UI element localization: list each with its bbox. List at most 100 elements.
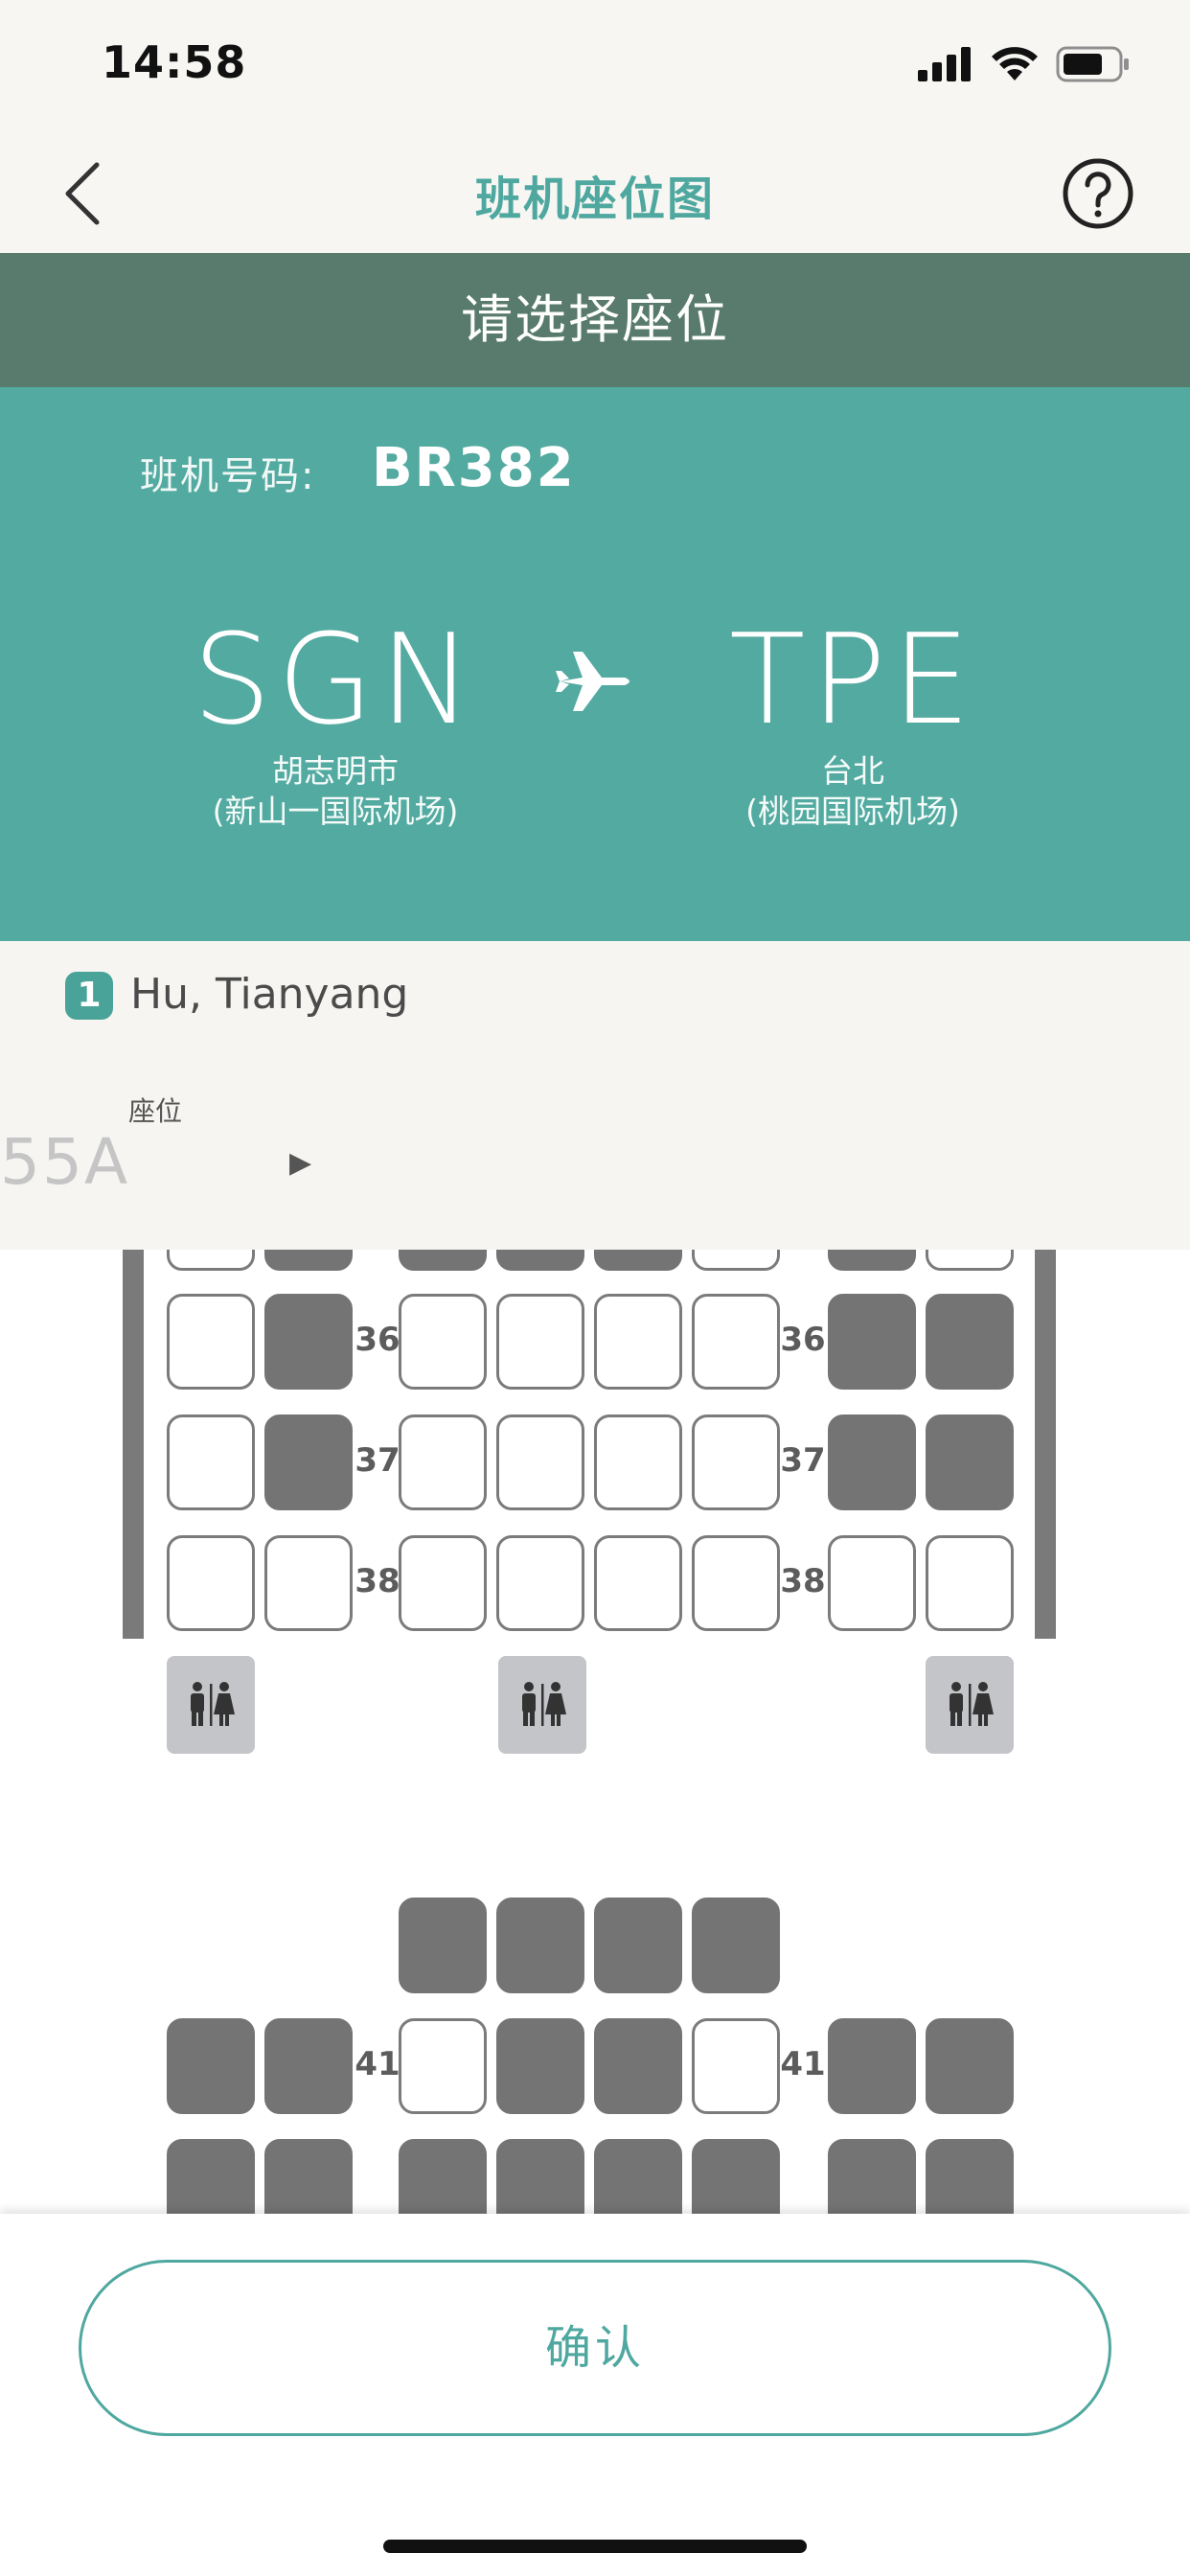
- lavatory: [498, 1656, 586, 1754]
- signal-icon: [918, 47, 971, 81]
- seat-partial: [399, 1250, 487, 1271]
- back-button[interactable]: [48, 155, 115, 232]
- airplane-icon: [556, 652, 629, 711]
- seat-37-7: [828, 1414, 916, 1510]
- seat-front-row: [399, 1898, 487, 1993]
- lavatory: [926, 1656, 1014, 1754]
- nav-bar: 班机座位图: [0, 134, 1190, 253]
- question-icon: [1063, 158, 1133, 229]
- origin-airport-name: (新山一国际机场): [212, 793, 459, 830]
- seat-41-4: [496, 2018, 584, 2114]
- seat-map[interactable]: 36 36 37 37 38 38 41 41: [0, 1250, 1190, 2214]
- seat-41-7: [828, 2018, 916, 2114]
- lavatory: [167, 1656, 255, 1754]
- seat-37-5[interactable]: [594, 1414, 682, 1510]
- seat-36-8: [926, 1294, 1014, 1390]
- page-title: 班机座位图: [474, 172, 715, 226]
- destination-airport: TPE 台北 (桃园国际机场): [652, 617, 1054, 832]
- row-number: 36: [780, 1321, 826, 1359]
- row-number: 38: [355, 1562, 400, 1600]
- seat-label: 座位: [128, 1095, 183, 1127]
- seat-partial: [399, 2139, 487, 2214]
- play-arrow-icon: ▶: [289, 1146, 312, 1180]
- seat-41-6[interactable]: [692, 2018, 780, 2114]
- status-icons: [918, 46, 1131, 82]
- seat-partial: [264, 2139, 353, 2214]
- seat-partial: [828, 2139, 916, 2214]
- seat-38-1[interactable]: [167, 1535, 255, 1631]
- instruction-banner: 请选择座位: [0, 253, 1190, 387]
- origin-airport: SGN 胡志明市 (新山一国际机场): [134, 617, 537, 832]
- seat-38-2[interactable]: [264, 1535, 353, 1631]
- wifi-icon: [992, 47, 1038, 80]
- seat-38-7[interactable]: [828, 1535, 916, 1631]
- cabin-wall-left: [123, 1250, 144, 1639]
- row-number: 41: [355, 2045, 400, 2083]
- row-number: 41: [780, 2045, 826, 2083]
- seat-partial: [692, 1250, 780, 1271]
- destination-city: 台北: [821, 752, 884, 790]
- seat-41-3[interactable]: [399, 2018, 487, 2114]
- passenger-name: Hu, Tianyang: [130, 970, 409, 1019]
- row-number: 36: [355, 1321, 400, 1359]
- seat-37-4[interactable]: [496, 1414, 584, 1510]
- row-number: 38: [780, 1562, 826, 1600]
- chevron-left-icon: [65, 162, 100, 225]
- passenger-panel[interactable]: 1 Hu, Tianyang 座位 55A ▶: [0, 941, 1190, 1250]
- seat-38-4[interactable]: [496, 1535, 584, 1631]
- destination-code: TPE: [729, 607, 976, 752]
- seat-partial: [594, 2139, 682, 2214]
- seat-38-5[interactable]: [594, 1535, 682, 1631]
- battery-icon: [1056, 46, 1129, 82]
- seat-38-6[interactable]: [692, 1535, 780, 1631]
- seat-37-6[interactable]: [692, 1414, 780, 1510]
- seat-partial: [828, 1250, 916, 1271]
- seat-36-1[interactable]: [167, 1294, 255, 1390]
- origin-code: SGN: [192, 607, 479, 752]
- selected-seat: 55A: [0, 1125, 130, 1199]
- seat-37-3[interactable]: [399, 1414, 487, 1510]
- seat-36-2: [264, 1294, 353, 1390]
- seat-front-row: [594, 1898, 682, 1993]
- seat-partial: [594, 1250, 682, 1271]
- status-time: 14:58: [102, 36, 247, 88]
- seat-37-1[interactable]: [167, 1414, 255, 1510]
- seat-partial: [496, 1250, 584, 1271]
- seat-partial: [926, 2139, 1014, 2214]
- status-bar: 14:58: [0, 0, 1190, 134]
- seat-partial: [692, 2139, 780, 2214]
- seat-38-3[interactable]: [399, 1535, 487, 1631]
- seat-36-4[interactable]: [496, 1294, 584, 1390]
- seat-partial: [167, 1250, 255, 1271]
- help-button[interactable]: [1062, 157, 1134, 230]
- seat-37-2: [264, 1414, 353, 1510]
- origin-city: 胡志明市: [272, 752, 399, 790]
- seat-38-8[interactable]: [926, 1535, 1014, 1631]
- seat-front-row: [496, 1898, 584, 1993]
- seat-front-row: [692, 1898, 780, 1993]
- seat-partial: [926, 1250, 1014, 1271]
- seat-37-8: [926, 1414, 1014, 1510]
- destination-airport-name: (桃园国际机场): [745, 793, 960, 830]
- seat-partial: [264, 1250, 353, 1271]
- seat-36-6[interactable]: [692, 1294, 780, 1390]
- seat-41-8: [926, 2018, 1014, 2114]
- flight-number: BR382: [372, 437, 576, 499]
- row-number: 37: [780, 1441, 826, 1480]
- flight-number-label: 班机号码:: [140, 454, 316, 498]
- seat-36-5[interactable]: [594, 1294, 682, 1390]
- restroom-icon: [950, 1682, 994, 1726]
- seat-partial: [496, 2139, 584, 2214]
- seat-36-3[interactable]: [399, 1294, 487, 1390]
- cabin-wall-right: [1035, 1250, 1056, 1639]
- seat-partial: [167, 2139, 255, 2214]
- seat-41-2: [264, 2018, 353, 2114]
- flight-info: 班机号码: BR382 SGN 胡志明市 (新山一国际机场) TPE 台北 (桃…: [0, 387, 1190, 941]
- row-number: 37: [355, 1441, 400, 1480]
- seat-41-5: [594, 2018, 682, 2114]
- confirm-button[interactable]: 确认: [79, 2260, 1111, 2436]
- bottom-bar: 确认: [0, 2214, 1190, 2576]
- seat-41-1: [167, 2018, 255, 2114]
- seat-36-7: [828, 1294, 916, 1390]
- restroom-icon: [191, 1682, 235, 1726]
